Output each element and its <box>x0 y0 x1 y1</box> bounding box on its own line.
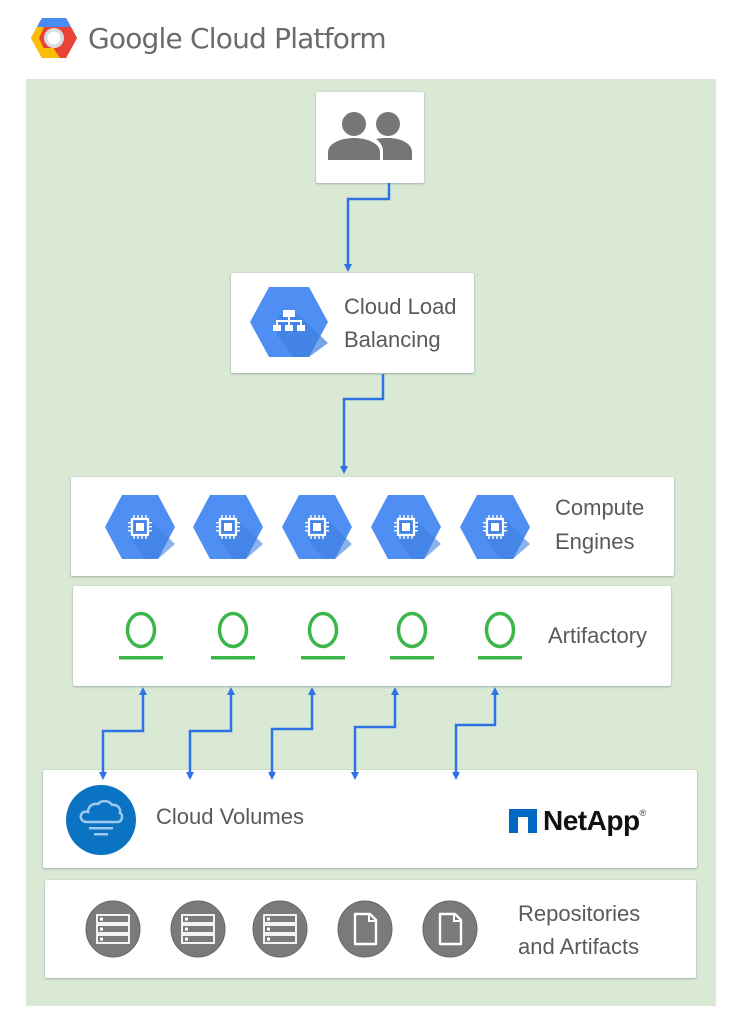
artifactory-icon[interactable] <box>298 610 348 660</box>
users-group-icon <box>328 112 412 160</box>
load-balancer-card[interactable]: Cloud Load Balancing <box>231 273 474 373</box>
compute-engine-icon[interactable] <box>192 494 264 560</box>
compute-label-line1: Compute <box>555 495 645 520</box>
netapp-brand-text: NetApp <box>543 805 640 836</box>
netapp-mark-icon <box>509 809 537 833</box>
repositories-label-line1: Repositories <box>518 901 641 926</box>
compute-label-line2: Engines <box>555 529 635 554</box>
load-balancer-label-line2: Balancing <box>344 327 441 352</box>
file-document-icon[interactable] <box>336 900 394 958</box>
netapp-registered-mark: ® <box>639 808 647 818</box>
cloud-volumes-card[interactable]: Cloud Volumes NetApp ® <box>43 770 697 868</box>
compute-engine-icon[interactable] <box>370 494 442 560</box>
server-stack-icon[interactable] <box>169 900 227 958</box>
compute-engine-icon[interactable] <box>281 494 353 560</box>
repositories-card[interactable]: Repositories and Artifacts <box>45 880 696 978</box>
compute-engine-icon[interactable] <box>104 494 176 560</box>
netapp-logo: NetApp ® <box>509 805 647 836</box>
artifactory-icon[interactable] <box>116 610 166 660</box>
compute-engines-card[interactable]: Compute Engines <box>71 477 674 576</box>
load-balancer-label-line1: Cloud Load <box>344 294 457 319</box>
artifactory-card[interactable]: Artifactory <box>73 586 671 686</box>
artifactory-icon[interactable] <box>208 610 258 660</box>
google-cloud-logo-icon <box>31 18 77 58</box>
compute-engine-icon[interactable] <box>459 494 531 560</box>
cloud-load-balancing-icon <box>250 287 328 357</box>
users-card[interactable] <box>316 92 424 183</box>
server-stack-icon[interactable] <box>84 900 142 958</box>
file-document-icon[interactable] <box>421 900 479 958</box>
artifactory-label: Artifactory <box>548 623 648 648</box>
server-stack-icon[interactable] <box>251 900 309 958</box>
artifactory-icon[interactable] <box>475 610 525 660</box>
header-title: Google Cloud Platform <box>88 21 387 55</box>
artifactory-icon[interactable] <box>387 610 437 660</box>
repositories-label-line2: and Artifacts <box>518 934 640 959</box>
cloud-volumes-icon <box>66 785 136 855</box>
header: Google Cloud Platform <box>30 14 387 62</box>
cloud-volumes-label: Cloud Volumes <box>156 804 304 829</box>
